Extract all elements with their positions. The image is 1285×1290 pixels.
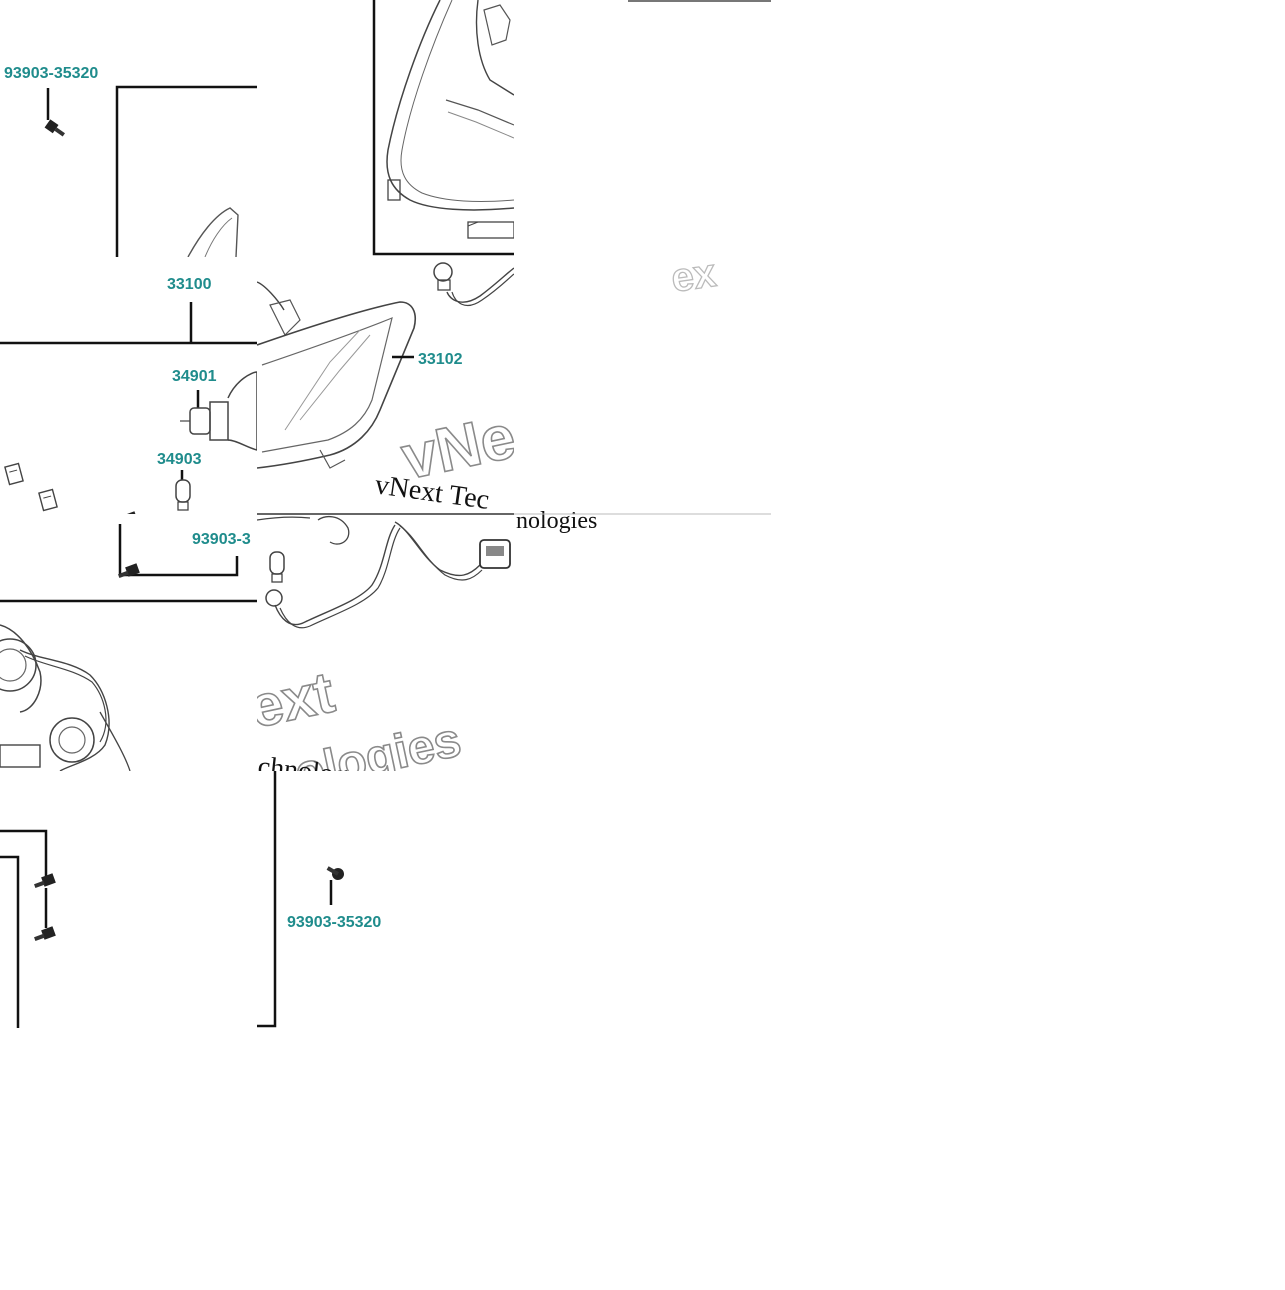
screw-icon: [118, 563, 140, 578]
tile-bottom-left: 93903-3: [0, 524, 257, 771]
tile-bottom-middle: ext ologies chnolog: [244, 515, 511, 771]
bulb-icon: [180, 371, 257, 451]
watermark-serif: nologies: [516, 508, 597, 534]
mount-foot: [467, 221, 514, 239]
tile-extra-bottom-left: 34220: [0, 829, 56, 1028]
label-screw-bottom: 93903-35320: [287, 914, 381, 931]
watermark-strip: nologies: [516, 508, 597, 534]
tile-extra-bottom-middle: 93903-35320: [257, 771, 381, 1028]
screw-icon: [34, 873, 56, 888]
screw-icon: [326, 866, 344, 880]
clip-icon: [38, 488, 58, 512]
bracket-line: [115, 85, 257, 257]
tile-top-left: 93903-35320: [4, 65, 257, 257]
label-bulb-small: 34903: [157, 451, 202, 468]
bracket-line: [0, 855, 20, 1028]
label-lens: 33102: [418, 351, 463, 368]
screw-icon: [44, 119, 65, 137]
headlight-housing-outline: [386, 0, 514, 211]
bracket-line: [118, 524, 239, 577]
tile-top-middle: [372, 0, 514, 256]
mount-foot: [387, 179, 401, 201]
headlight-housing-edge: [187, 207, 239, 257]
clip-icon: [4, 462, 24, 486]
mount-tab: [269, 299, 301, 337]
tile-middle-left: 33100 34901 34903: [0, 276, 257, 514]
headlight-bulb-drawing: [0, 624, 42, 713]
watermark-outline: ext: [244, 660, 340, 741]
wire-harness: [446, 267, 514, 303]
wire-harness: [274, 524, 396, 626]
label-screw-top: 93903-35320: [4, 65, 98, 82]
wire-harness: [19, 649, 110, 771]
label-headlight-assembly: 33100: [167, 276, 212, 293]
label-screw-mid: 93903-3: [192, 531, 251, 548]
tile-middle-right: ex: [668, 251, 719, 301]
label-bulb-main: 34901: [172, 368, 217, 385]
bulb-icon: [269, 551, 285, 583]
watermark-outline: ex: [669, 251, 719, 301]
bracket-line: [257, 771, 277, 1028]
mount-tab: [483, 4, 511, 46]
bracket-line: [372, 0, 514, 256]
lens-outline: [257, 301, 416, 469]
screw-icon: [123, 511, 138, 514]
bulb-icon: [175, 479, 191, 511]
screw-icon: [34, 926, 56, 941]
tile-middle-middle: 33102 vNe vNext Tec: [257, 262, 514, 514]
connector-icon: [479, 539, 511, 569]
socket-icon: [265, 589, 283, 607]
socket-icon: [433, 262, 453, 291]
bracket-line: [0, 829, 48, 876]
